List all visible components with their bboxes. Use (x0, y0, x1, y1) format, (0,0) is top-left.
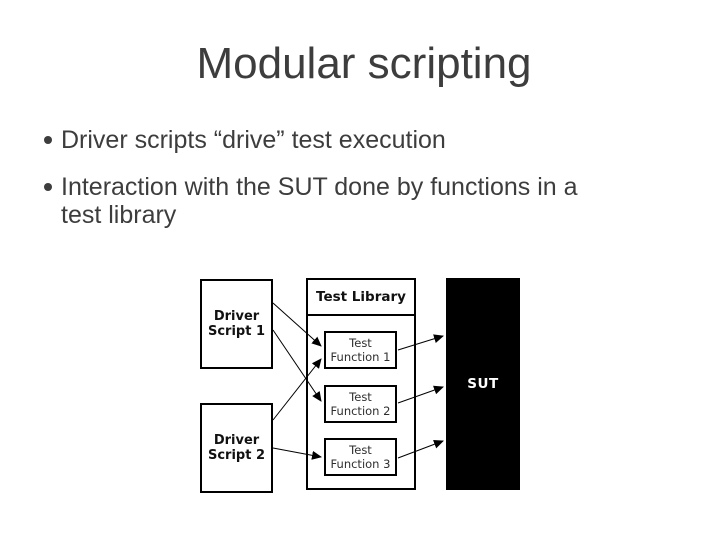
test-function-3-box: Test Function 3 (324, 438, 397, 476)
bullet-list: Driver scripts “drive” test execution In… (40, 126, 700, 229)
test-function-2-label: Function 2 (330, 404, 391, 418)
bullet-line: test library (61, 201, 177, 229)
test-function-1-label: Function 1 (330, 350, 391, 364)
bullet-icon (44, 136, 52, 144)
bullet-icon (44, 183, 52, 191)
driver-script-1-label: Script 1 (207, 324, 266, 339)
test-library-title: Test Library (308, 280, 414, 316)
driver-script-2-box: Driver Script 2 (200, 403, 273, 493)
driver-script-1-box: Driver Script 1 (200, 279, 273, 369)
bullet-text: Interaction with the SUT done by functio… (61, 173, 700, 229)
arrow-ds1-tf2 (272, 329, 322, 402)
bullet-item: Interaction with the SUT done by functio… (40, 173, 700, 229)
bullet-text: Driver scripts “drive” test execution (61, 126, 700, 154)
bullet-item: Driver scripts “drive” test execution (40, 126, 700, 154)
bullet-line: Driver scripts “drive” test execution (61, 126, 446, 154)
test-function-1-box: Test Function 1 (324, 331, 397, 369)
arrow-tf3-sut (397, 439, 444, 459)
driver-script-2-label: Script 2 (207, 448, 266, 463)
driver-script-1-label: Driver (213, 309, 260, 324)
sut-label: SUT (467, 376, 499, 392)
arrow-ds1-tf1 (272, 302, 322, 347)
test-function-2-label: Test (349, 390, 372, 404)
bullet-line: Interaction with the SUT done by functio… (61, 173, 578, 201)
test-function-3-label: Test (349, 443, 372, 457)
arrow-tf1-sut (397, 334, 444, 351)
arrow-ds2-tf3 (272, 447, 322, 460)
test-function-1-label: Test (349, 336, 372, 350)
driver-script-2-label: Driver (213, 433, 260, 448)
test-library-box: Test Library (306, 278, 416, 490)
architecture-diagram: Driver Script 1 Driver Script 2 Test Lib… (200, 278, 521, 494)
test-function-3-label: Function 3 (330, 457, 391, 471)
arrow-ds2-tf1 (272, 358, 322, 421)
test-function-2-box: Test Function 2 (324, 385, 397, 423)
arrow-connections (272, 302, 444, 460)
arrow-tf2-sut (397, 385, 444, 404)
slide-title: Modular scripting (196, 39, 532, 88)
sut-box: SUT (446, 278, 520, 490)
